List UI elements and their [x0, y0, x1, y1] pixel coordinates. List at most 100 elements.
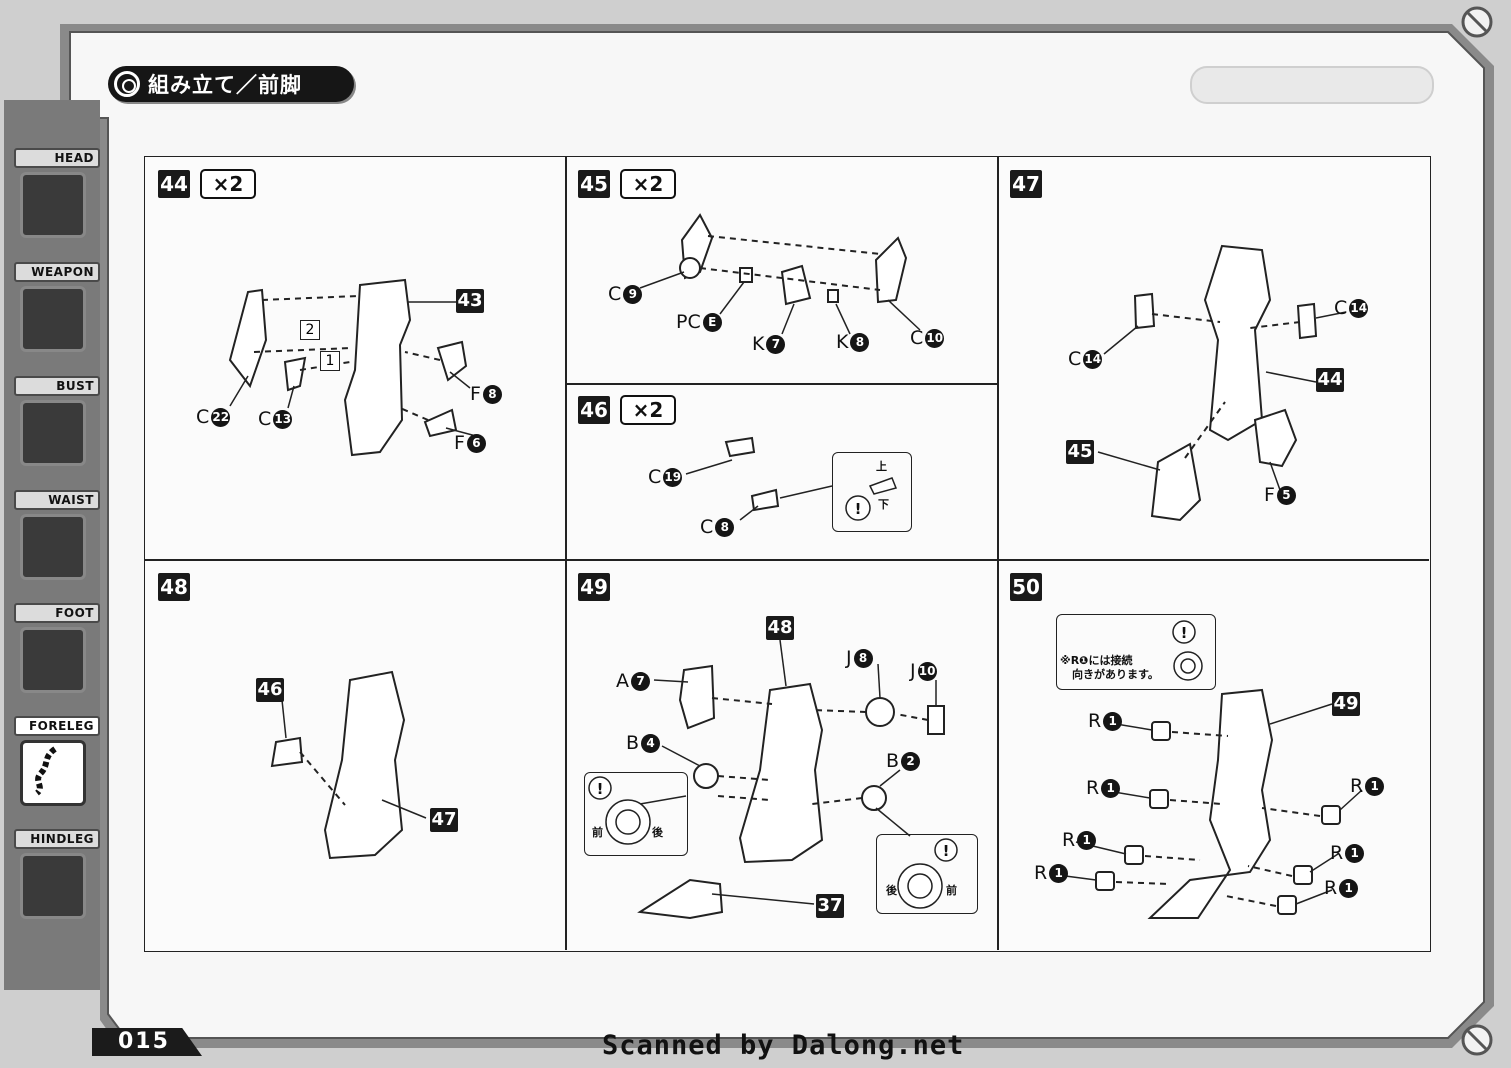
step-number-44: 44 [158, 170, 190, 198]
step-number-46: 46 [578, 396, 610, 424]
part-number: 7 [631, 671, 650, 691]
part-number: 14 [1349, 298, 1369, 318]
part-number: 2 [901, 751, 921, 771]
part-letter: J [910, 660, 916, 682]
waist-icon [20, 514, 86, 580]
part-number: 10 [917, 661, 937, 681]
foot-icon [20, 627, 86, 693]
head-icon [20, 172, 86, 238]
part-number: 4 [641, 733, 661, 753]
sidebar-tab-label: HEAD [14, 148, 100, 168]
sidebar-tab-foot[interactable]: FOOT [12, 603, 102, 707]
part-number: 13 [273, 409, 293, 429]
part-number: 5 [1276, 485, 1296, 505]
step-number-45: 45 [578, 170, 610, 198]
gear-icon [114, 71, 140, 97]
part-letter: R [1062, 829, 1076, 851]
part-number: 1 [1049, 863, 1069, 883]
step-number-47: 47 [1010, 170, 1042, 198]
sidebar-tab-head[interactable]: HEAD [12, 148, 102, 252]
part-number: 1 [1101, 778, 1121, 798]
weapon-icon [20, 286, 86, 352]
part-ref-tag: 45 [1066, 440, 1094, 464]
front-label: 前 [946, 884, 957, 897]
part-letter: K [752, 333, 765, 355]
sidebar-tab-waist[interactable]: WAIST [12, 490, 102, 594]
svg-text:!: ! [1181, 624, 1188, 642]
back-label: 後 [652, 826, 663, 839]
part-letter: K [836, 331, 849, 353]
foreleg-icon [20, 740, 86, 806]
part-number: 1 [1345, 843, 1365, 863]
sidebar-tab-foreleg[interactable]: FORELEG [12, 716, 102, 820]
svg-text:!: ! [597, 780, 604, 798]
part-letter: F [1264, 484, 1275, 506]
part-number: 8 [853, 648, 873, 668]
part-ref-tag: 46 [256, 678, 284, 702]
orientation-up-label: 上 [876, 460, 887, 473]
assembly-order-box: 1 [320, 351, 340, 371]
sidebar-tab-label: FOOT [14, 603, 100, 623]
part-ref-tag: 48 [766, 616, 794, 640]
svg-text:!: ! [943, 842, 950, 860]
multiplier-badge: ×2 [620, 169, 676, 199]
part-letter: J [846, 647, 852, 669]
sidebar-tab-label: BUST [14, 376, 100, 396]
back-label: 後 [886, 884, 897, 897]
part-letter: F [470, 383, 481, 405]
part-letter: C [648, 466, 662, 488]
part-letter: R [1086, 777, 1100, 799]
part-letter: C [700, 516, 714, 538]
part-letter: R [1088, 710, 1102, 732]
part-letter: C [196, 406, 210, 428]
part-number: 10 [925, 328, 945, 348]
sidebar-tab-label: HINDLEG [14, 829, 100, 849]
part-number: 9 [623, 284, 643, 304]
part-letter: C [1068, 348, 1082, 370]
part-ref-tag: 49 [1332, 692, 1360, 716]
orientation-note-box [832, 452, 912, 532]
part-number: 22 [211, 407, 231, 427]
part-number: 8 [482, 384, 502, 404]
part-ref-tag: 47 [430, 808, 458, 832]
ghost-title-bleedthrough [1190, 66, 1434, 104]
orientation-note-box [876, 834, 978, 914]
multiplier-badge: ×2 [200, 169, 256, 199]
part-letter: R [1350, 775, 1364, 797]
front-label: 前 [592, 826, 603, 839]
scan-credit: Scanned by Dalong.net [602, 1030, 965, 1061]
sidebar-tab-label: FORELEG [14, 716, 100, 736]
bust-icon [20, 400, 86, 466]
part-number: 8 [850, 332, 870, 352]
part-letter: B [886, 750, 900, 772]
multiplier-badge: ×2 [620, 395, 676, 425]
page-number: 015 [92, 1028, 202, 1056]
sidebar-tab-bust[interactable]: BUST [12, 376, 102, 480]
sidebar-tab-weapon[interactable]: WEAPON [12, 262, 102, 366]
sidebar-tab-hindleg[interactable]: HINDLEG [12, 829, 102, 933]
part-letter: C [1334, 297, 1348, 319]
part-letter: PC [676, 311, 701, 333]
sidebar: HEAD WEAPON BUST WAIST FOOT FORELEG HIND… [4, 108, 104, 986]
step-number-49: 49 [578, 573, 610, 601]
part-letter: C [258, 408, 272, 430]
part-number: 19 [663, 467, 683, 487]
part-ref-tag: 37 [816, 894, 844, 918]
